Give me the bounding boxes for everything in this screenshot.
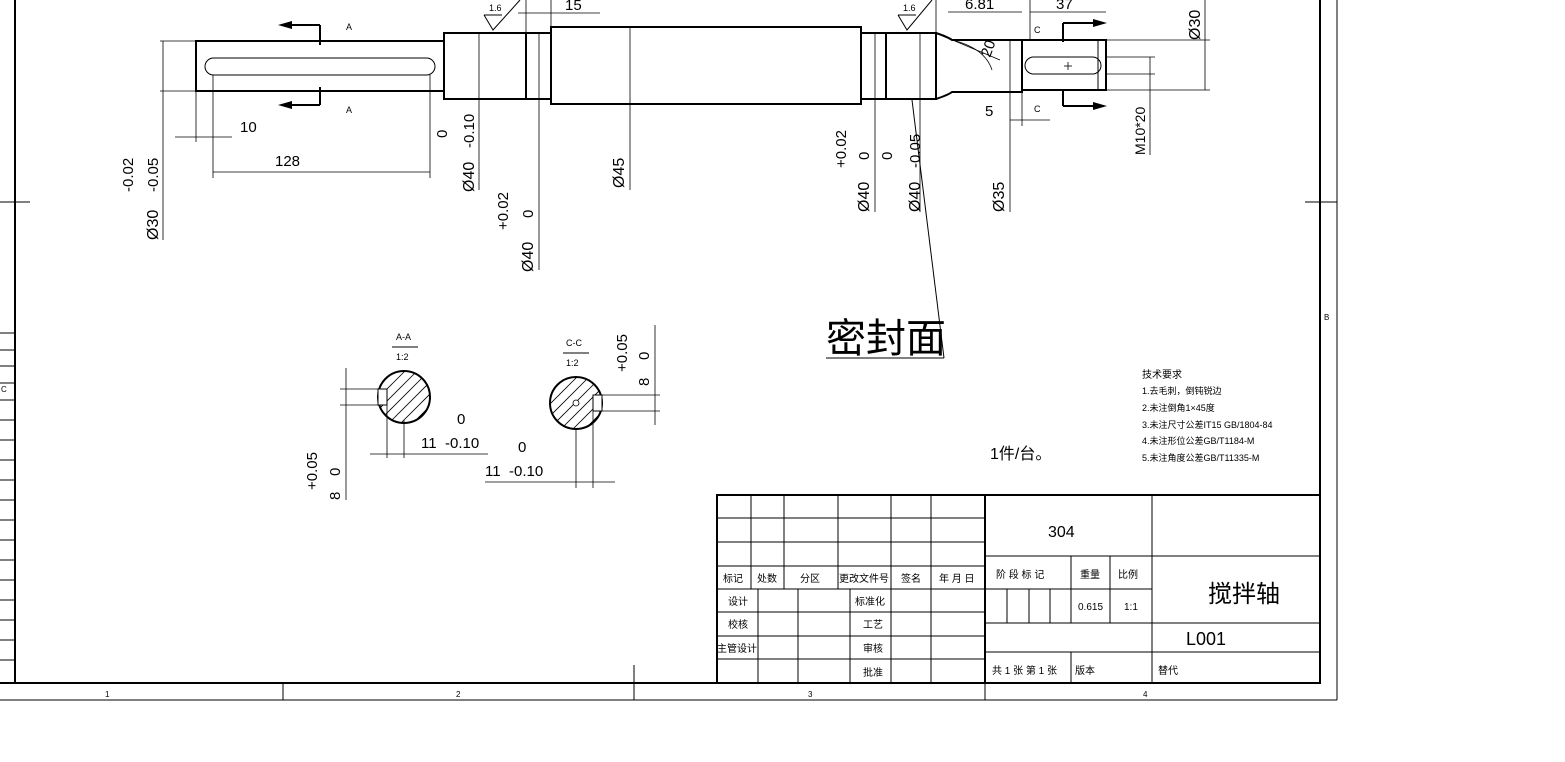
svg-text:重量: 重量 — [1080, 568, 1100, 581]
svg-text:1:2: 1:2 — [566, 358, 579, 368]
zone-left: C — [1, 385, 7, 394]
dimensions: Ø30 -0.02 -0.05 10 128 Ø40 0 -0.10 Ø40 +… — [120, 0, 1210, 272]
seal-face-label: 密封面 — [826, 316, 946, 362]
svg-text:替代: 替代 — [1158, 664, 1178, 677]
section-a-bottom: A — [346, 105, 352, 115]
dim-d30-right: Ø30 — [1187, 10, 1204, 40]
shaft-main-view: A A C C Ø30 -0.02 -0.05 — [120, 0, 1210, 362]
dim-m10: M10*20 — [1132, 107, 1148, 155]
left-strip — [0, 332, 15, 661]
zone-1: 1 — [105, 690, 110, 699]
weight-value: 0.615 — [1078, 602, 1103, 613]
dim-128: 128 — [275, 153, 300, 170]
svg-text:1.6: 1.6 — [903, 3, 916, 13]
svg-text:年 月 日: 年 月 日 — [939, 572, 975, 585]
svg-text:11: 11 — [421, 435, 437, 452]
svg-text:8: 8 — [636, 378, 653, 386]
zone-4: 4 — [1143, 690, 1148, 699]
svg-text:审核: 审核 — [863, 642, 883, 655]
svg-text:标准化: 标准化 — [855, 595, 885, 608]
tech-req-item: 4.未注形位公差GB/T1184-M — [1142, 435, 1254, 446]
svg-text:8: 8 — [327, 492, 344, 500]
svg-text:标记: 标记 — [723, 573, 743, 585]
svg-text:共 1 张 第 1 张: 共 1 张 第 1 张 — [992, 664, 1057, 677]
svg-text:更改文件号: 更改文件号 — [839, 572, 889, 585]
seal-face-callout: 密封面 — [826, 99, 946, 362]
svg-text:0: 0 — [636, 352, 653, 360]
section-view-aa: A-A 1:2 0 11 -0.10 +0.05 0 8 — [304, 332, 488, 500]
title-block: 标记 处数 分区 更改文件号 签名 年 月 日 设计 标准化 校核 工艺 主管设… — [716, 494, 1321, 684]
dim-5: 5 — [985, 103, 993, 120]
tech-req-item: 5.未注角度公差GB/T11335-M — [1142, 452, 1259, 463]
svg-text:版本: 版本 — [1075, 664, 1095, 677]
quantity-note: 1件/台。 — [990, 445, 1051, 463]
svg-text:工艺: 工艺 — [863, 619, 883, 631]
svg-text:C-C: C-C — [566, 338, 582, 348]
tol-d40-a-lower: -0.10 — [461, 114, 478, 148]
svg-text:-0.10: -0.10 — [445, 435, 479, 452]
drawing-number: L001 — [1186, 629, 1226, 649]
zone-3: 3 — [808, 690, 813, 699]
dim-d40-d: Ø40 — [907, 182, 924, 212]
dim-d30-left: Ø30 — [145, 210, 162, 240]
tol-d40-b-lower: 0 — [520, 210, 537, 218]
section-mark-a: A A — [278, 21, 352, 115]
svg-text:处数: 处数 — [757, 572, 777, 585]
dim-d35: Ø35 — [991, 182, 1008, 212]
section-c-bottom: C — [1034, 104, 1041, 114]
section-view-cc: C-C 1:2 0 11 -0.10 +0.05 0 8 — [485, 325, 660, 488]
dim-10: 10 — [240, 119, 257, 136]
technical-requirements: 技术要求 1.去毛刺，倒钝锐边 2.未注倒角1×45度 3.未注尺寸公差IT15… — [990, 368, 1273, 463]
svg-text:校核: 校核 — [728, 618, 748, 631]
roughness-symbol-2: 1.6 — [897, 0, 933, 31]
tol-left-lower: -0.05 — [145, 158, 162, 192]
zone-right: B — [1324, 313, 1329, 322]
svg-text:-0.10: -0.10 — [509, 463, 543, 480]
tol-d40-d-lower: -0.05 — [907, 134, 924, 168]
roughness-symbol-1: 1.6 — [483, 0, 521, 31]
section-c-top: C — [1034, 25, 1041, 35]
svg-text:分区: 分区 — [800, 573, 820, 585]
part-name: 搅拌轴 — [1208, 581, 1280, 608]
tech-req-title: 技术要求 — [1142, 368, 1182, 381]
svg-text:+0.05: +0.05 — [614, 334, 631, 372]
tol-d40-a-upper: 0 — [434, 130, 451, 138]
tol-left-upper: -0.02 — [120, 158, 137, 192]
dim-6-81: 6.81 — [965, 0, 994, 13]
tech-req-item: 3.未注尺寸公差IT15 GB/1804-84 — [1142, 419, 1273, 430]
svg-text:+0.05: +0.05 — [304, 452, 321, 490]
material: 304 — [1048, 524, 1075, 541]
svg-text:11: 11 — [485, 463, 501, 480]
svg-text:0: 0 — [327, 468, 344, 476]
svg-text:阶 段 标 记: 阶 段 标 记 — [996, 568, 1044, 581]
tol-d40-c-lower: 0 — [856, 152, 873, 160]
svg-text:签名: 签名 — [901, 572, 921, 585]
svg-text:1.6: 1.6 — [489, 3, 502, 13]
svg-text:主管设计: 主管设计 — [717, 642, 757, 655]
svg-text:0: 0 — [457, 411, 465, 428]
svg-text:设计: 设计 — [728, 595, 748, 608]
svg-text:批准: 批准 — [863, 666, 883, 679]
section-mark-c: C C — [1034, 19, 1107, 114]
scale-value: 1:1 — [1124, 602, 1138, 613]
dim-37: 37 — [1056, 0, 1073, 13]
tol-d40-c-upper: +0.02 — [833, 130, 850, 168]
dim-d40-a: Ø40 — [461, 162, 478, 192]
dim-15: 15 — [565, 0, 582, 14]
tol-d40-d-upper: 0 — [879, 152, 896, 160]
tech-req-item: 2.未注倒角1×45度 — [1142, 402, 1215, 413]
section-a-top: A — [346, 22, 352, 32]
dim-angle-20: 20 — [978, 38, 1000, 59]
dim-d45: Ø45 — [611, 158, 628, 188]
svg-text:1:2: 1:2 — [396, 352, 409, 362]
tol-d40-b-upper: +0.02 — [495, 192, 512, 230]
dim-d40-b: Ø40 — [520, 242, 537, 272]
svg-text:0: 0 — [518, 439, 526, 456]
zone-2: 2 — [456, 690, 461, 699]
svg-text:A-A: A-A — [396, 332, 411, 342]
dim-d40-c: Ø40 — [856, 182, 873, 212]
tech-req-item: 1.去毛刺，倒钝锐边 — [1142, 385, 1222, 396]
svg-text:比例: 比例 — [1118, 568, 1138, 581]
